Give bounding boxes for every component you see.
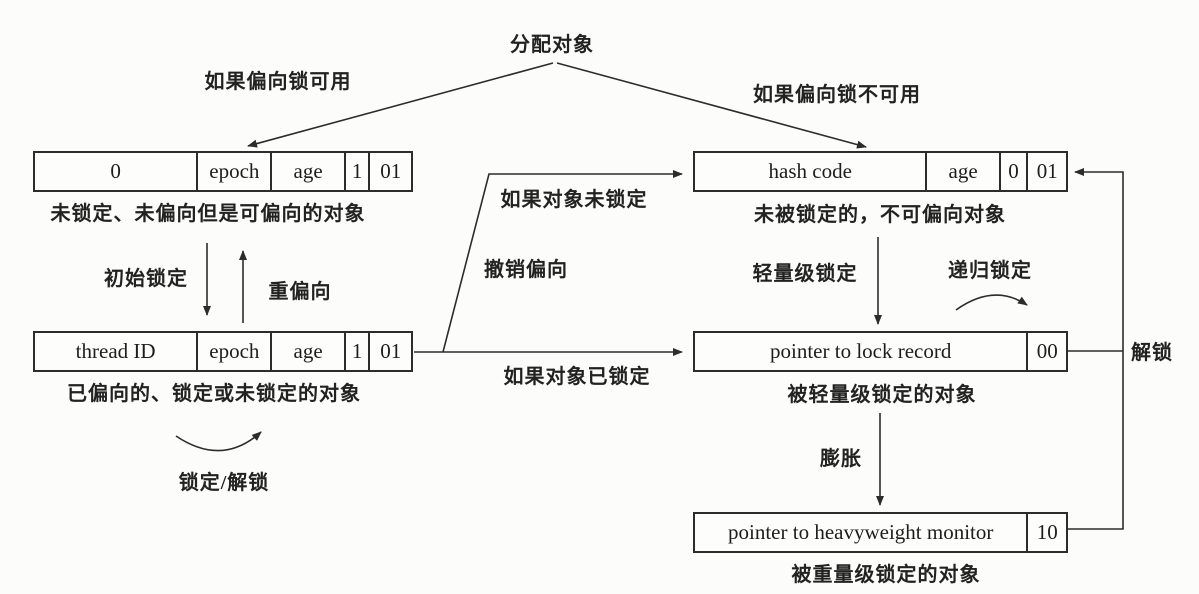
caption-biasable: 未锁定、未偏向但是可偏向的对象 bbox=[50, 203, 366, 225]
initial-lock-label: 初始锁定 bbox=[104, 268, 188, 290]
markword-box-unlocked: hash code age 0 01 bbox=[693, 151, 1068, 192]
caption-unlocked: 未被锁定的，不可偏向对象 bbox=[754, 204, 1006, 226]
unlock-label: 解锁 bbox=[1131, 342, 1173, 364]
inflate-label: 膨胀 bbox=[820, 448, 862, 470]
cell-lock-bits: 01 bbox=[1036, 159, 1058, 183]
cell-age: age bbox=[272, 153, 346, 190]
arrow-allocate-if-bias-unavailable bbox=[556, 62, 867, 149]
revoke-bias-label: 撤销偏向 bbox=[484, 259, 568, 281]
arrow-unlock-feedback bbox=[1068, 168, 1124, 530]
allocate-object-label: 分配对象 bbox=[510, 34, 594, 56]
cell-lock-bits: 01 bbox=[380, 159, 402, 183]
arrow-lock-unlock-loop bbox=[175, 431, 262, 452]
cell-lock-record-pointer: pointer to lock record bbox=[695, 333, 1029, 370]
caption-lightweight: 被轻量级锁定的对象 bbox=[787, 384, 977, 406]
cell-biased-flag: 0 bbox=[1001, 153, 1029, 190]
if-object-unlocked-label: 如果对象未锁定 bbox=[500, 189, 648, 211]
cell-lock-bits: 10 bbox=[1036, 520, 1058, 544]
bias-unavailable-label: 如果偏向锁不可用 bbox=[753, 84, 921, 106]
if-object-locked-label: 如果对象已锁定 bbox=[503, 366, 651, 388]
rebias-label: 重偏向 bbox=[268, 281, 332, 303]
arrow-recursive-lock-loop bbox=[955, 294, 1028, 311]
cell-lock-bits: 00 bbox=[1036, 339, 1058, 363]
caption-heavyweight: 被重量级锁定的对象 bbox=[791, 564, 981, 586]
bias-available-label: 如果偏向锁可用 bbox=[204, 71, 352, 93]
lightweight-lock-label: 轻量级锁定 bbox=[752, 263, 858, 285]
markword-box-biasable: 0 epoch age 1 01 bbox=[33, 151, 413, 192]
cell-thread-id: thread ID bbox=[35, 333, 199, 370]
cell-lock-bits: 01 bbox=[380, 339, 402, 363]
cell-biased-flag: 1 bbox=[346, 333, 371, 370]
cell-monitor-pointer: pointer to heavyweight monitor bbox=[695, 514, 1029, 551]
markword-box-biased: thread ID epoch age 1 01 bbox=[33, 331, 413, 372]
cell-age: age bbox=[927, 153, 1001, 190]
arrow-revoke-bias-if-unlocked bbox=[442, 170, 683, 353]
cell-biased-flag: 1 bbox=[346, 153, 371, 190]
markword-box-heavyweight: pointer to heavyweight monitor 10 bbox=[693, 512, 1068, 553]
cell-epoch: epoch bbox=[198, 333, 273, 370]
markword-box-lightweight: pointer to lock record 00 bbox=[693, 331, 1068, 372]
arrow-allocate-if-bias-available bbox=[247, 62, 554, 148]
recursive-lock-label: 递归锁定 bbox=[948, 260, 1032, 282]
caption-biased: 已偏向的、锁定或未锁定的对象 bbox=[67, 383, 361, 405]
cell-hash-code: hash code bbox=[695, 153, 928, 190]
cell-epoch: epoch bbox=[198, 153, 273, 190]
lock-unlock-label: 锁定/解锁 bbox=[178, 472, 270, 494]
cell-age: age bbox=[272, 333, 346, 370]
cell-value: 0 bbox=[35, 153, 199, 190]
